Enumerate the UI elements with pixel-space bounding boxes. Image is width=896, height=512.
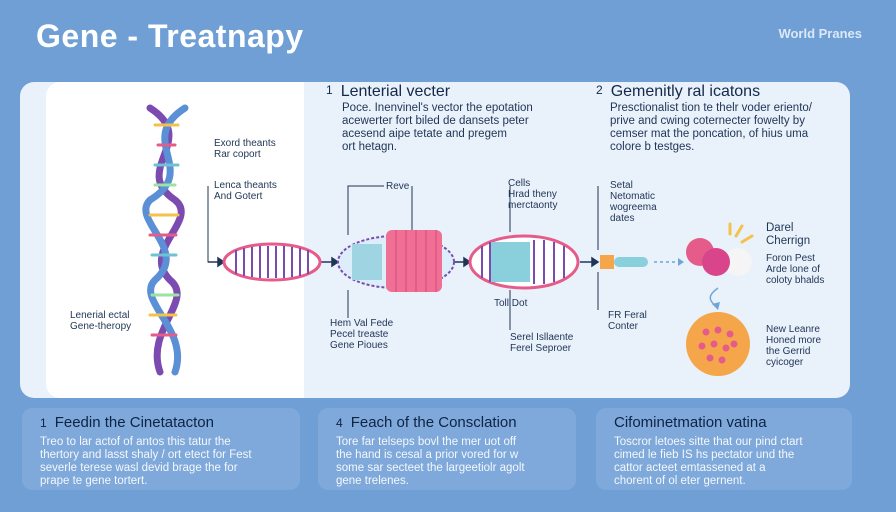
treated-cell-icon: [686, 312, 750, 376]
vector-capsule-1-icon: [222, 242, 322, 282]
step-2-text: Presctionalist tion te thelr voder erien…: [610, 102, 812, 153]
page-title: Gene - Treatnapy: [36, 18, 304, 54]
brand-logo: World Pranes: [778, 26, 862, 41]
label-toll-dot: Toll Dot: [494, 298, 528, 309]
info-card-3: Cifominetmation vatina Toscror letoes si…: [596, 408, 852, 490]
label-reve: Reve: [386, 181, 410, 192]
gene-fragment-icon: [600, 255, 648, 269]
vector-capsule-3-icon: [468, 234, 580, 290]
dna-helix-icon: [142, 104, 189, 376]
info-card-3-text: Toscror letoes sitte that our pind ctart…: [614, 436, 803, 487]
info-card-1-text: Treo to lar actof of antos this tatur th…: [40, 436, 252, 487]
vector-capsule-2-icon: [337, 230, 455, 292]
target-cell-icon: [686, 222, 754, 276]
info-card-3-heading: Cifominetmation vatina: [614, 414, 767, 431]
